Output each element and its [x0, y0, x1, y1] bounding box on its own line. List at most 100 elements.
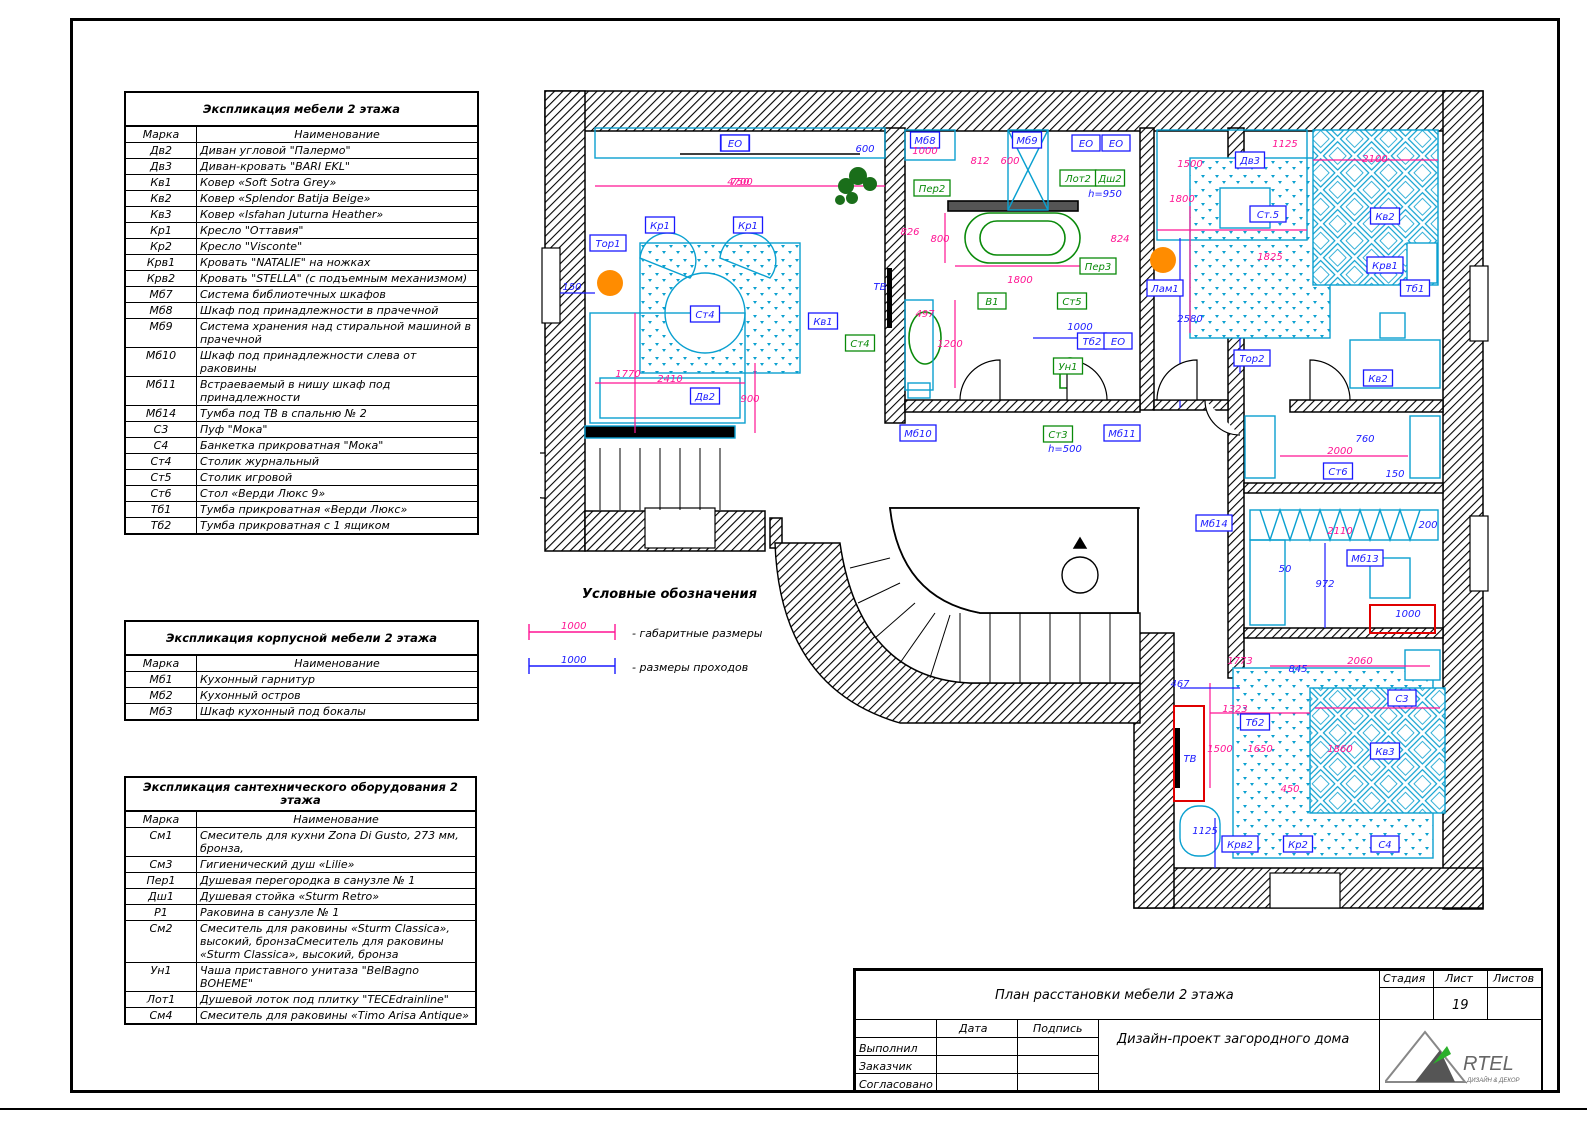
svg-text:824: 824 [1110, 234, 1129, 245]
mark-cell: Мб2 [124, 687, 197, 704]
logo-sub: ДИЗАЙН & ДЕКОР [1466, 1076, 1520, 1084]
svg-text:ЕО: ЕО [1079, 139, 1093, 150]
name-cell: Тумба под ТВ в спальню № 2 [196, 405, 479, 422]
svg-text:ТВ: ТВ [874, 282, 887, 293]
furniture-tag: Мб13 [1346, 549, 1384, 567]
sheets-label: Листов [1493, 972, 1535, 985]
dimension-label: 824 [1110, 234, 1129, 245]
svg-text:Тор2: Тор2 [1240, 354, 1265, 365]
mark-cell: Ст4 [124, 453, 197, 470]
name-cell: Тумба прикроватная «Верди Люкс» [196, 501, 479, 518]
svg-text:Тор1: Тор1 [596, 239, 621, 250]
mark-cell: Дш1 [124, 888, 197, 905]
svg-text:1000: 1000 [1067, 322, 1092, 333]
role-approved: Согласовано [859, 1078, 933, 1091]
name-cell: Ковер «Soft Sotra Grey» [196, 174, 479, 191]
legend-value-2: 1000 [561, 655, 586, 666]
svg-text:Мб9: Мб9 [1016, 135, 1037, 147]
svg-text:1000: 1000 [912, 146, 937, 157]
svg-text:1860: 1860 [1327, 744, 1352, 755]
furniture-tag: Дв2 [689, 387, 721, 405]
mark-cell: Крв1 [124, 254, 197, 271]
mark-cell: Мб7 [124, 286, 197, 303]
dimension-label: 450 [1280, 784, 1299, 795]
mark-cell: Мб11 [124, 376, 197, 406]
svg-text:ЕО: ЕО [728, 139, 742, 150]
living-room-furniture [584, 127, 886, 439]
dimension-label: 1800 [1169, 194, 1194, 205]
furniture-tag: Кр1 [732, 216, 764, 234]
name-cell: Шкаф кухонный под бокалы [196, 703, 479, 721]
svg-text:497: 497 [915, 309, 935, 320]
legend-text-2: - размеры проходов [632, 661, 749, 674]
svg-text:Ст.5: Ст.5 [1257, 210, 1279, 221]
svg-text:Тб1: Тб1 [1406, 283, 1425, 295]
dimension-label: 1773 [1227, 656, 1252, 667]
svg-text:972: 972 [1315, 579, 1334, 590]
dimension-label: 826 [900, 227, 919, 238]
svg-text:150: 150 [1385, 469, 1404, 480]
svg-text:Ун1: Ун1 [1059, 362, 1078, 373]
floor-lamp-2 [1150, 247, 1176, 273]
dimension-label: 1500 [1177, 159, 1202, 170]
mark-cell: Дв2 [124, 142, 197, 159]
page-bottom-line [0, 1108, 1587, 1110]
furniture-tag: Кр2 [1282, 835, 1314, 853]
furniture-tag: Кв2 [1362, 369, 1394, 387]
name-cell: Диван угловой "Палермо" [196, 142, 479, 159]
mark-cell: Лот1 [124, 991, 197, 1008]
plumbing-tag: В1 [977, 292, 1007, 310]
stage-label: Стадия [1383, 972, 1426, 985]
wardrobes [1244, 415, 1441, 626]
svg-text:1000: 1000 [1395, 609, 1420, 620]
svg-text:812: 812 [970, 156, 989, 167]
name-cell: Раковина в санузле № 1 [196, 904, 477, 921]
tv-2 [1175, 728, 1180, 788]
mark-cell: Мб1 [124, 671, 197, 688]
svg-text:ЕО: ЕО [1111, 337, 1125, 348]
svg-text:Кр1: Кр1 [738, 221, 758, 232]
dimension-label: 1860 [1327, 744, 1352, 755]
logo-text: RTEL [1463, 1053, 1514, 1075]
name-cell: Ковер «Isfahan Juturna Heather» [196, 206, 479, 223]
name-cell: Смеситель для кухни Zona Di Gusto, 273 м… [196, 827, 477, 857]
svg-text:ТВ: ТВ [1184, 754, 1197, 765]
name-cell: Кухонный остров [196, 687, 479, 704]
svg-text:800: 800 [930, 234, 949, 245]
svg-text:С3: С3 [1395, 694, 1408, 705]
mark-cell: См1 [124, 827, 197, 857]
mark-cell: Кв1 [124, 174, 197, 191]
dimension-label: 2100 [1362, 154, 1387, 165]
name-cell: Пуф "Мока" [196, 421, 479, 438]
floor-lamp-1 [597, 270, 623, 296]
column-header: Наименование [196, 654, 479, 672]
mark-cell: Мб10 [124, 347, 197, 377]
dimension-label: 2060 [1347, 656, 1372, 667]
name-cell: Тумба прикроватная с 1 ящиком [196, 517, 479, 535]
name-cell: Встраеваемый в нишу шкаф под принадлежно… [196, 376, 479, 406]
name-cell: Шкаф под принадлежности слева от раковин… [196, 347, 479, 377]
mark-cell: Кр1 [124, 222, 197, 239]
plan-annotation: 760 [1355, 434, 1374, 445]
floor-plan: Мб7Мб8Мб9Кр1Кр1Тор1Ст4Кв1Дв2Мб10Мб11Ст.5… [540, 90, 1489, 910]
dimension-label: 1000 [912, 146, 937, 157]
dimension-label: 2000 [1327, 446, 1352, 457]
furniture-tag: Мб8 [909, 131, 941, 149]
artel-logo: RTEL ДИЗАЙН & ДЕКОР [1385, 1030, 1520, 1084]
mark-cell: Ст6 [124, 485, 197, 502]
name-cell: Кресло "Visconte" [196, 238, 479, 255]
furniture-tag: Дв3 [1234, 151, 1266, 169]
